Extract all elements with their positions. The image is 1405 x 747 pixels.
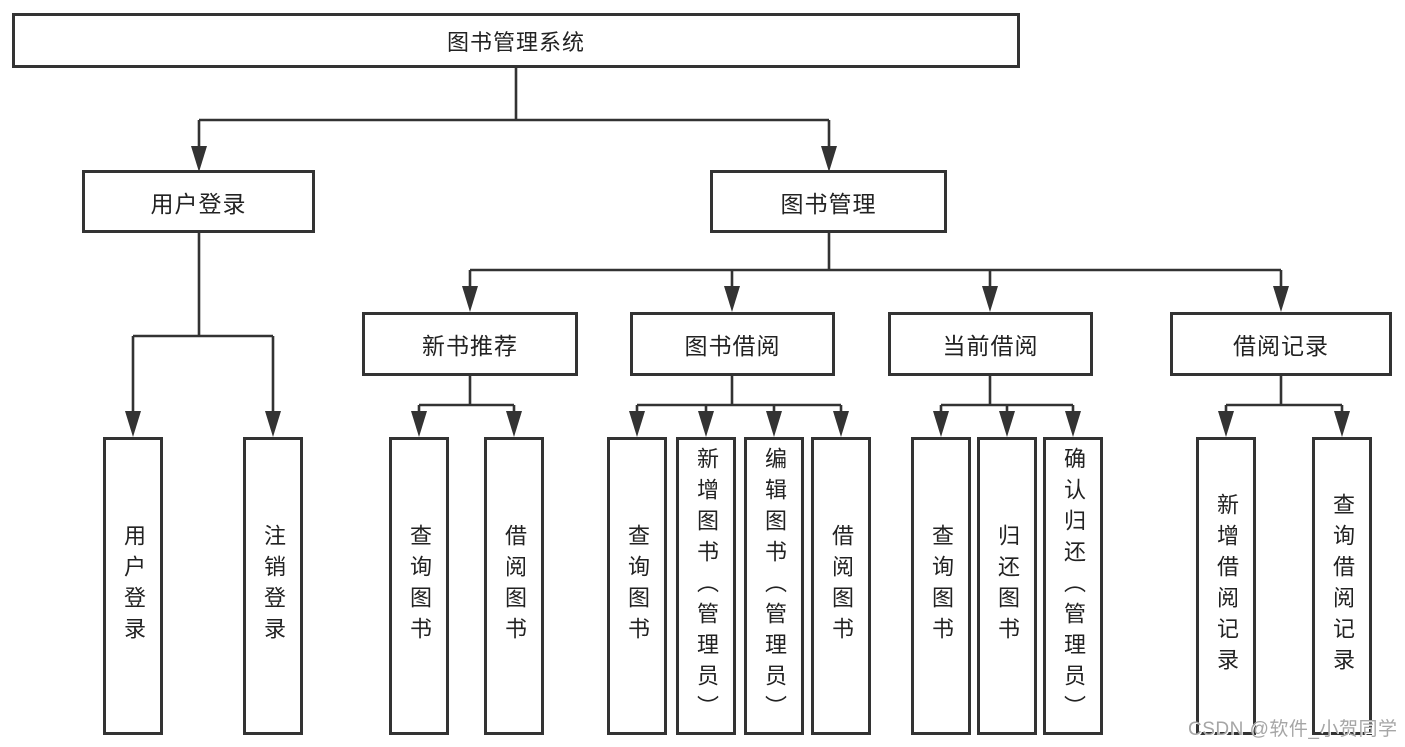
arrowhead [1065,411,1081,437]
node-borrow-records: 借阅记录 [1170,312,1392,376]
leaf-add-books-admin: 新增图书（管理员） [676,437,736,735]
arrowhead [462,286,478,312]
arrowhead [265,411,281,437]
node-book-management-branch: 图书管理 [710,170,947,233]
leaf-query-borrow-record: 查询借阅记录 [1312,437,1372,735]
leaf-confirm-return-admin: 确认归还（管理员） [1043,437,1103,735]
leaf-user-login: 用户登录 [103,437,163,735]
arrowhead [833,411,849,437]
arrowhead [506,411,522,437]
arrowhead [982,286,998,312]
node-current-borrow: 当前借阅 [888,312,1093,376]
arrowhead [1218,411,1234,437]
leaf-query-books-borrow: 查询图书 [607,437,667,735]
arrowhead [1334,411,1350,437]
csdn-watermark: CSDN @软件_小贺同学 [1188,719,1398,740]
arrowhead [698,411,714,437]
arrowhead [1273,286,1289,312]
arrowhead [629,411,645,437]
node-user-login-branch: 用户登录 [82,170,315,233]
leaf-query-books-recommend: 查询图书 [389,437,449,735]
arrowhead [933,411,949,437]
arrowhead [411,411,427,437]
leaf-query-books-current: 查询图书 [911,437,971,735]
leaf-add-borrow-record: 新增借阅记录 [1196,437,1256,735]
leaf-borrow-books-recommend: 借阅图书 [484,437,544,735]
leaf-borrow-books: 借阅图书 [811,437,871,735]
node-root-system: 图书管理系统 [12,13,1020,68]
leaf-return-books: 归还图书 [977,437,1037,735]
leaf-edit-books-admin: 编辑图书（管理员） [744,437,804,735]
arrowhead [724,286,740,312]
arrowhead [821,146,837,172]
node-new-book-recommend: 新书推荐 [362,312,578,376]
arrowhead [766,411,782,437]
arrowhead [125,411,141,437]
arrowhead [191,146,207,172]
leaf-logout: 注销登录 [243,437,303,735]
arrowheads [125,146,1350,437]
node-book-borrow: 图书借阅 [630,312,835,376]
arrowhead [999,411,1015,437]
